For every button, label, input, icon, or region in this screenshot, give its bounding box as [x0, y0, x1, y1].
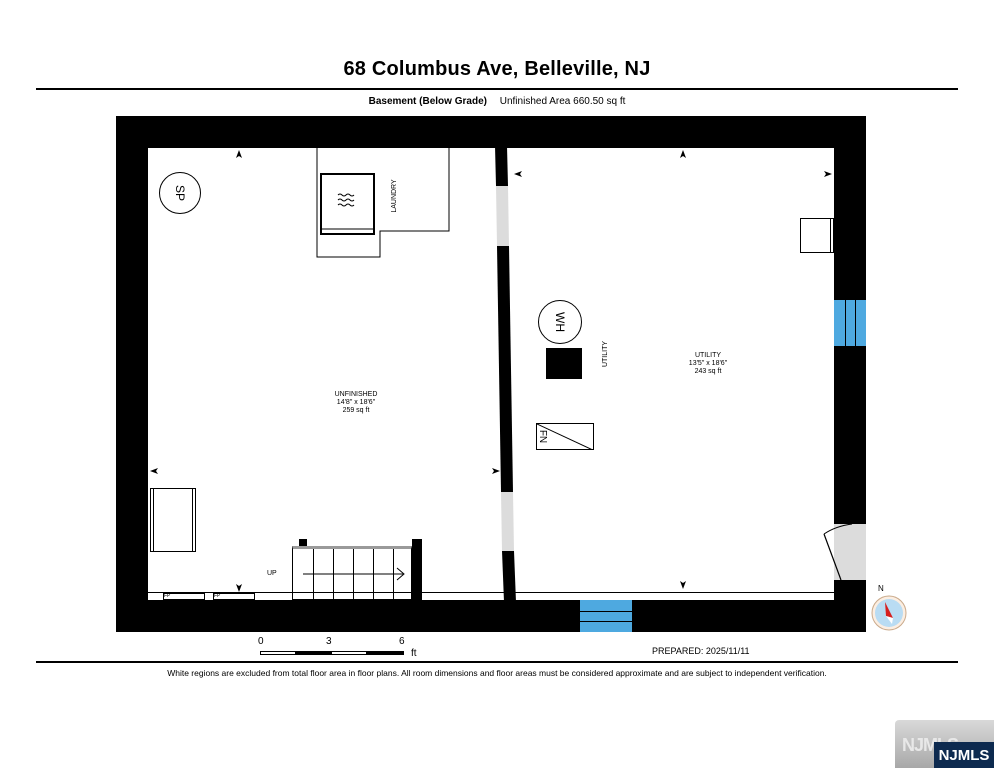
room-utility-dims: 13'5" x 18'6": [688, 360, 728, 367]
scale-tick-0: 0: [258, 636, 264, 647]
compass-north-label: N: [878, 584, 884, 593]
floor-level-label: Basement (Below Grade): [368, 96, 487, 107]
room-unfinished-area: 259 sq ft: [342, 407, 370, 414]
scale-segment-2: [295, 651, 332, 655]
scale-segment-1: [260, 651, 296, 655]
partition-wall: [495, 146, 516, 602]
window-bottom: [580, 600, 632, 632]
wall-bottom: [116, 600, 866, 632]
electrical-panel: [800, 218, 834, 253]
compass-icon: [871, 595, 907, 631]
disclaimer-text: White regions are excluded from total fl…: [167, 668, 827, 678]
room-unfinished-dims: 14'8" x 18'6": [336, 399, 376, 406]
washer-icon: [337, 193, 355, 207]
furnace-symbol: FN: [536, 423, 594, 450]
scale-bar: 0 3 6 ft: [258, 636, 428, 660]
page-title: 68 Columbus Ave, Belleville, NJ: [343, 58, 651, 80]
scale-tick-3: 3: [326, 636, 332, 647]
prepared-date: PREPARED: 2025/11/11: [652, 646, 750, 656]
room-utility-area: 243 sq ft: [694, 368, 722, 375]
njmls-logo: NJMLS: [934, 742, 994, 768]
scale-segment-4: [366, 651, 404, 655]
room-unfinished-name: UNFINISHED: [334, 391, 378, 398]
baseboard-line: [148, 592, 834, 600]
scale-segment-3: [331, 651, 367, 655]
floor-unit-a: FP: [163, 593, 205, 600]
compass: N: [870, 584, 910, 634]
boiler-block: [546, 348, 582, 379]
stairs-up-label: UP: [267, 570, 277, 577]
wall-right-lower: [834, 580, 866, 632]
stairs[interactable]: [292, 546, 412, 600]
window-right: [834, 300, 866, 346]
stair-post-left: [299, 539, 307, 546]
door-swing-icon: [823, 523, 853, 581]
room-utility-name: UTILITY: [694, 352, 722, 359]
sump-pump-symbol: SP: [159, 172, 201, 214]
room-unfinished: UNFINISHED 14'8" x 18'6" 259 sq ft: [306, 391, 406, 415]
header-divider: [36, 88, 958, 90]
oil-tank: [150, 488, 196, 552]
stair-post-right: [412, 539, 422, 600]
stairs-direction-arrow-icon: [303, 567, 405, 581]
floor-unit-b: FP: [213, 593, 255, 600]
scale-unit: ft: [411, 648, 417, 659]
footer-divider: [36, 661, 958, 663]
floor-area-label: Unfinished Area 660.50 sq ft: [499, 96, 626, 107]
water-heater-symbol: WH: [538, 300, 582, 344]
wall-top: [116, 116, 866, 148]
wall-left: [116, 116, 148, 632]
room-utility: UTILITY 13'5" x 18'6" 243 sq ft: [658, 352, 758, 376]
floor-subtitle: Basement (Below Grade) Unfinished Area 6…: [0, 96, 994, 107]
scale-tick-6: 6: [399, 636, 405, 647]
door-opening-right: [834, 524, 866, 580]
